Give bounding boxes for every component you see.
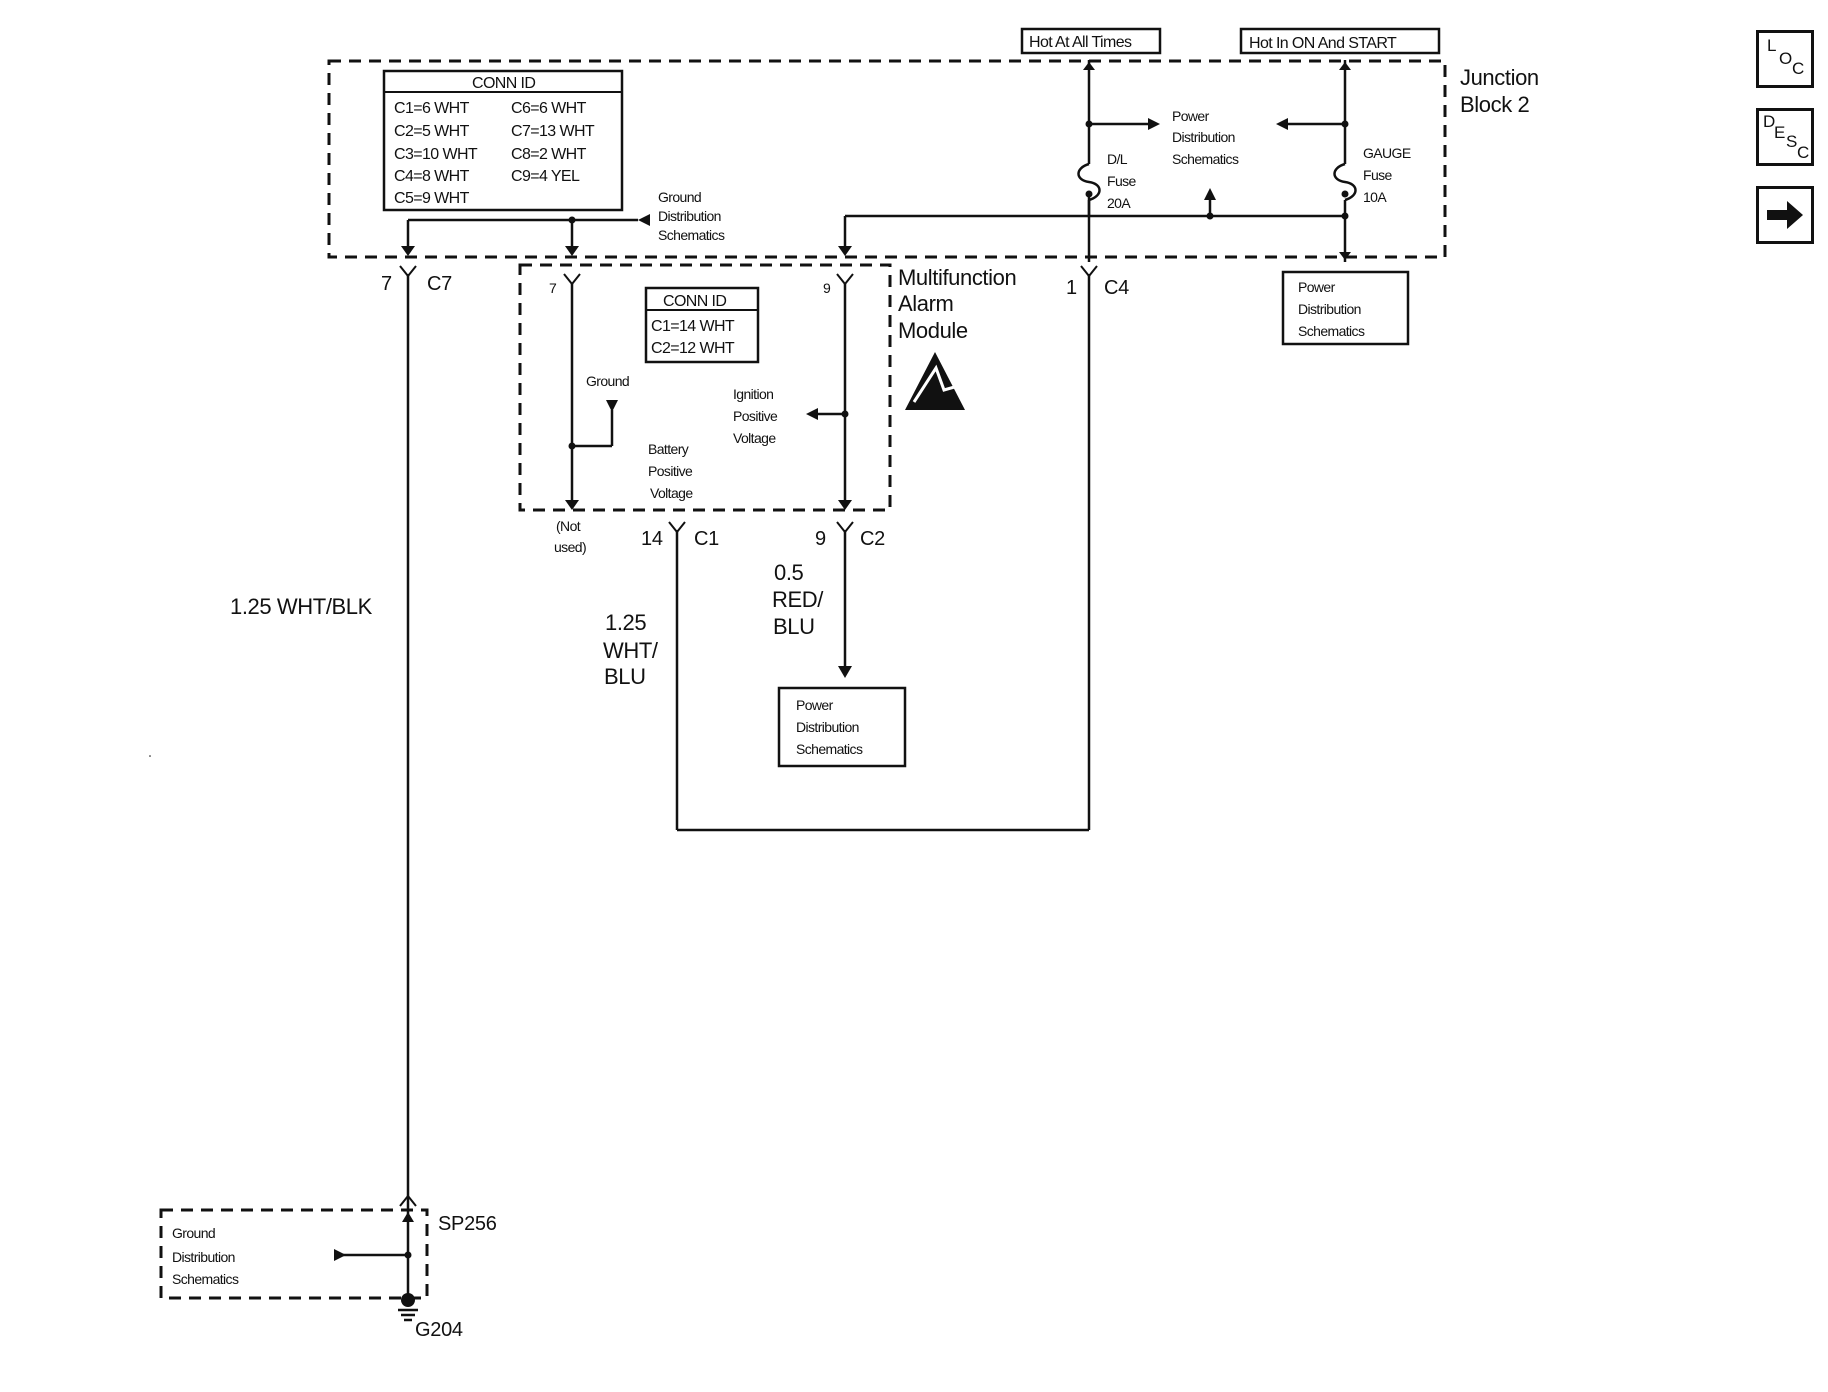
- desc-letter-e: E: [1774, 123, 1786, 142]
- battery-3: Voltage: [650, 485, 693, 501]
- gauge-fuse-2: Fuse: [1363, 167, 1393, 183]
- module-pin-7: 7: [549, 280, 557, 296]
- battery-1: Battery: [648, 441, 689, 457]
- dl-fuse-3: 20A: [1107, 195, 1131, 211]
- junction-block-label-1: Junction: [1460, 65, 1539, 90]
- module-outline: [518, 263, 892, 512]
- ignition-1: Ignition: [733, 386, 773, 402]
- arrow-right-icon: [1767, 201, 1803, 229]
- pd-box-right-1: Power: [1298, 279, 1336, 295]
- junction-block-label-2: Block 2: [1460, 92, 1530, 117]
- pd-box-right-2: Distribution: [1298, 301, 1361, 317]
- pd-box-right-3: Schematics: [1298, 323, 1365, 339]
- ground-splice-outline: [159, 1208, 429, 1300]
- dl-fuse-2: Fuse: [1107, 173, 1137, 189]
- wire-c1-2: WHT/: [603, 638, 659, 663]
- pin-c7-num: 7: [381, 273, 392, 295]
- not-used-1: (Not: [556, 518, 581, 534]
- wire-c1-3: BLU: [604, 664, 646, 689]
- pin-c1-conn: C1: [694, 528, 719, 550]
- ground-icon: [398, 1293, 418, 1322]
- desc-letter-d: D: [1763, 112, 1776, 131]
- module-conn-id-table: [644, 286, 760, 364]
- hot-all-times-label: Hot At All Times: [1029, 34, 1132, 51]
- gd-top-1: Ground: [658, 189, 701, 205]
- jb-conn-c6: C6=6 WHT: [511, 100, 587, 117]
- pin-c4-num: 1: [1066, 277, 1077, 299]
- jb-conn-c1: C1=6 WHT: [394, 100, 470, 117]
- pin-c1-num: 14: [641, 528, 663, 550]
- hot-on-start-label: Hot In ON And START: [1249, 35, 1397, 52]
- jb-conn-c3: C3=10 WHT: [394, 146, 478, 163]
- module-name-1: Multifunction: [898, 265, 1016, 290]
- jb-conn-c5: C5=9 WHT: [394, 190, 470, 207]
- ignition-3: Voltage: [733, 430, 776, 446]
- next-button[interactable]: [1756, 186, 1814, 244]
- gd-bottom-3: Schematics: [172, 1271, 239, 1287]
- module-conn-id-title: CONN ID: [663, 293, 726, 310]
- pin-c2-conn: C2: [860, 528, 885, 550]
- module-name-2: Alarm: [898, 291, 953, 316]
- module-pin-9: 9: [823, 280, 831, 296]
- pd-box-bottom-2: Distribution: [796, 719, 859, 735]
- gauge-fuse-1: GAUGE: [1363, 145, 1411, 161]
- module-conn-c1: C1=14 WHT: [651, 318, 735, 335]
- wire-c2-3: BLU: [773, 614, 815, 639]
- jb-conn-c7: C7=13 WHT: [511, 123, 595, 140]
- pin-c4-conn: C4: [1104, 277, 1129, 299]
- pd-box-bottom: [777, 686, 907, 768]
- loc-letter-c: C: [1792, 59, 1805, 78]
- hot-all-times-box: [1020, 27, 1162, 55]
- wire-c7-label: 1.25 WHT/BLK: [230, 594, 373, 619]
- jb-conn-id-table: [382, 69, 624, 212]
- jb-conn-c2: C2=5 WHT: [394, 123, 470, 140]
- pin-c2-num: 9: [815, 528, 826, 550]
- gd-bottom-1: Ground: [172, 1225, 215, 1241]
- pd-jb-2: Distribution: [1172, 129, 1235, 145]
- pd-box-bottom-3: Schematics: [796, 741, 863, 757]
- module-name-3: Module: [898, 318, 968, 343]
- module-conn-c2: C2=12 WHT: [651, 340, 735, 357]
- desc-letter-c: C: [1797, 143, 1810, 162]
- not-used-2: used): [554, 539, 586, 555]
- pd-jb-1: Power: [1172, 108, 1210, 124]
- desc-button[interactable]: D E S C: [1756, 108, 1814, 166]
- gauge-fuse-3: 10A: [1363, 189, 1387, 205]
- pin-c7-conn: C7: [427, 273, 452, 295]
- esd-warning-icon: [905, 352, 965, 410]
- pd-box-right: [1281, 270, 1410, 346]
- wire-c2-1: 0.5: [774, 560, 804, 585]
- gd-bottom-2: Distribution: [172, 1249, 235, 1265]
- dl-fuse-1: D/L: [1107, 151, 1128, 167]
- wire-c2-2: RED/: [772, 587, 824, 612]
- wire-c1-1: 1.25: [605, 610, 646, 635]
- pd-jb-3: Schematics: [1172, 151, 1239, 167]
- gd-top-2: Distribution: [658, 208, 721, 224]
- battery-2: Positive: [648, 463, 693, 479]
- desc-letter-s: S: [1786, 132, 1798, 151]
- loc-letter-o: O: [1779, 49, 1793, 68]
- loc-button[interactable]: L O C: [1756, 30, 1814, 88]
- splice-label: SP256: [438, 1213, 497, 1235]
- loc-letter-l: L: [1767, 36, 1777, 55]
- jb-conn-c9: C9=4 YEL: [511, 168, 580, 185]
- pd-box-bottom-1: Power: [796, 697, 834, 713]
- jb-conn-id-title: CONN ID: [472, 75, 535, 92]
- ignition-2: Positive: [733, 408, 778, 424]
- module-ground-label: Ground: [586, 373, 629, 389]
- ground-point-label: G204: [415, 1319, 463, 1341]
- hot-on-start-box: [1239, 27, 1441, 55]
- junction-block-outline: [327, 59, 1447, 259]
- gd-top-3: Schematics: [658, 227, 725, 243]
- jb-conn-c8: C8=2 WHT: [511, 146, 587, 163]
- jb-conn-c4: C4=8 WHT: [394, 168, 470, 185]
